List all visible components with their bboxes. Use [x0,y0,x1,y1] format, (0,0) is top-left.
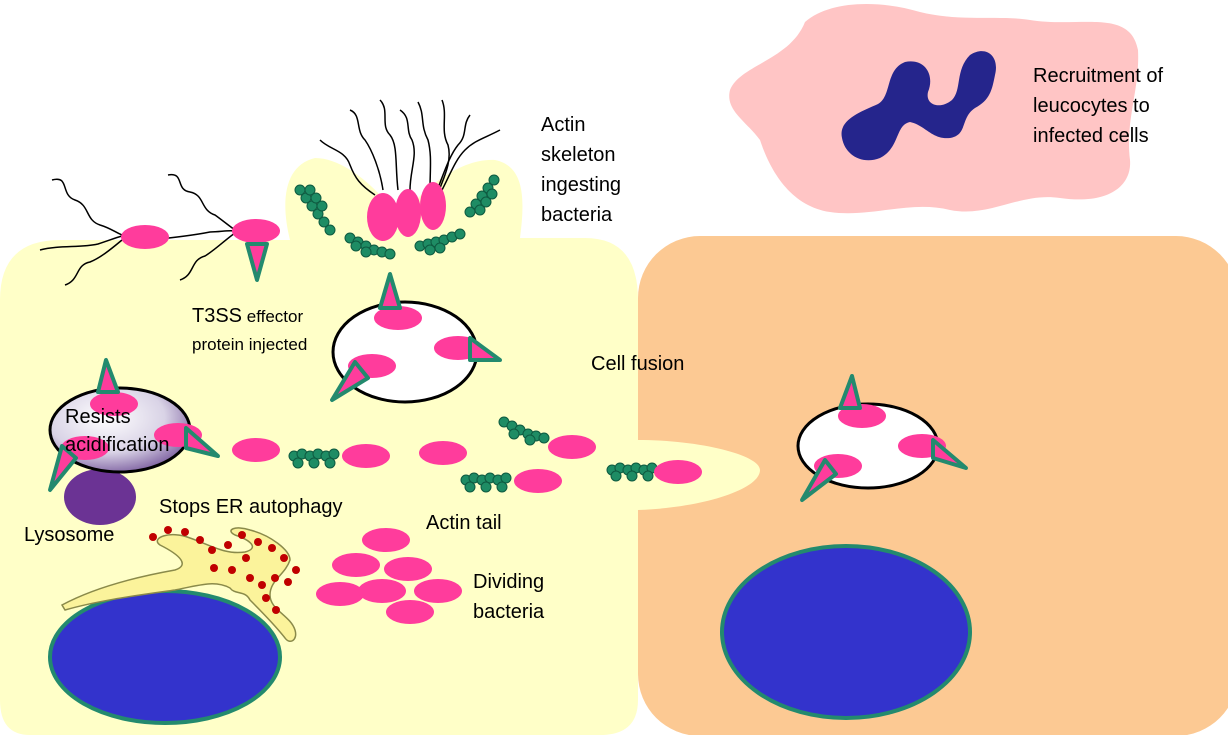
bacterial-flagella [39,99,501,286]
actin-skeleton-line-2: skeleton [541,144,616,166]
neighbor-nucleus [720,544,972,720]
actin-tail-label: Actin tail [426,512,502,534]
recruitment-line-1: Recruitment of [1033,65,1164,87]
cell-fusion-label: Cell fusion [591,353,685,375]
host-nucleus [48,589,282,725]
dividing-line-1: Dividing [473,571,545,593]
resists-line-2: acidification [65,434,170,456]
actin-skeleton-label: Actin skeleton ingesting bacteria [541,110,621,230]
actin-skeleton-line-1: Actin [541,114,586,136]
t3ss-needles [48,242,968,502]
recruitment-line-2: leucocytes to [1033,95,1150,117]
actin-chains [288,174,658,493]
t3ss-label-line-2: protein injected [192,335,308,354]
resists-acidification-label: Resists acidification [65,403,170,459]
lysosome [64,469,136,525]
t3ss-label-main: T3SS [192,305,243,327]
leucocyte-nucleus [841,51,996,161]
dividing-bacteria-label: Dividing bacteria [473,567,544,627]
resists-line-1: Resists [65,406,131,428]
endoplasmic-reticulum [60,527,297,642]
t3ss-label-rest: effector [242,307,304,326]
t3ss-label: T3SS effector protein injected [192,302,307,359]
recruitment-label: Recruitment of leucocytes to infected ce… [1033,61,1163,151]
er-dots [149,526,300,614]
dividing-line-2: bacteria [473,601,545,623]
actin-skeleton-line-4: bacteria [541,204,613,226]
stops-er-autophagy-label: Stops ER autophagy [159,496,343,518]
recruitment-line-3: infected cells [1033,125,1149,147]
lysosome-label: Lysosome [24,524,115,546]
actin-skeleton-line-3: ingesting [541,174,622,196]
